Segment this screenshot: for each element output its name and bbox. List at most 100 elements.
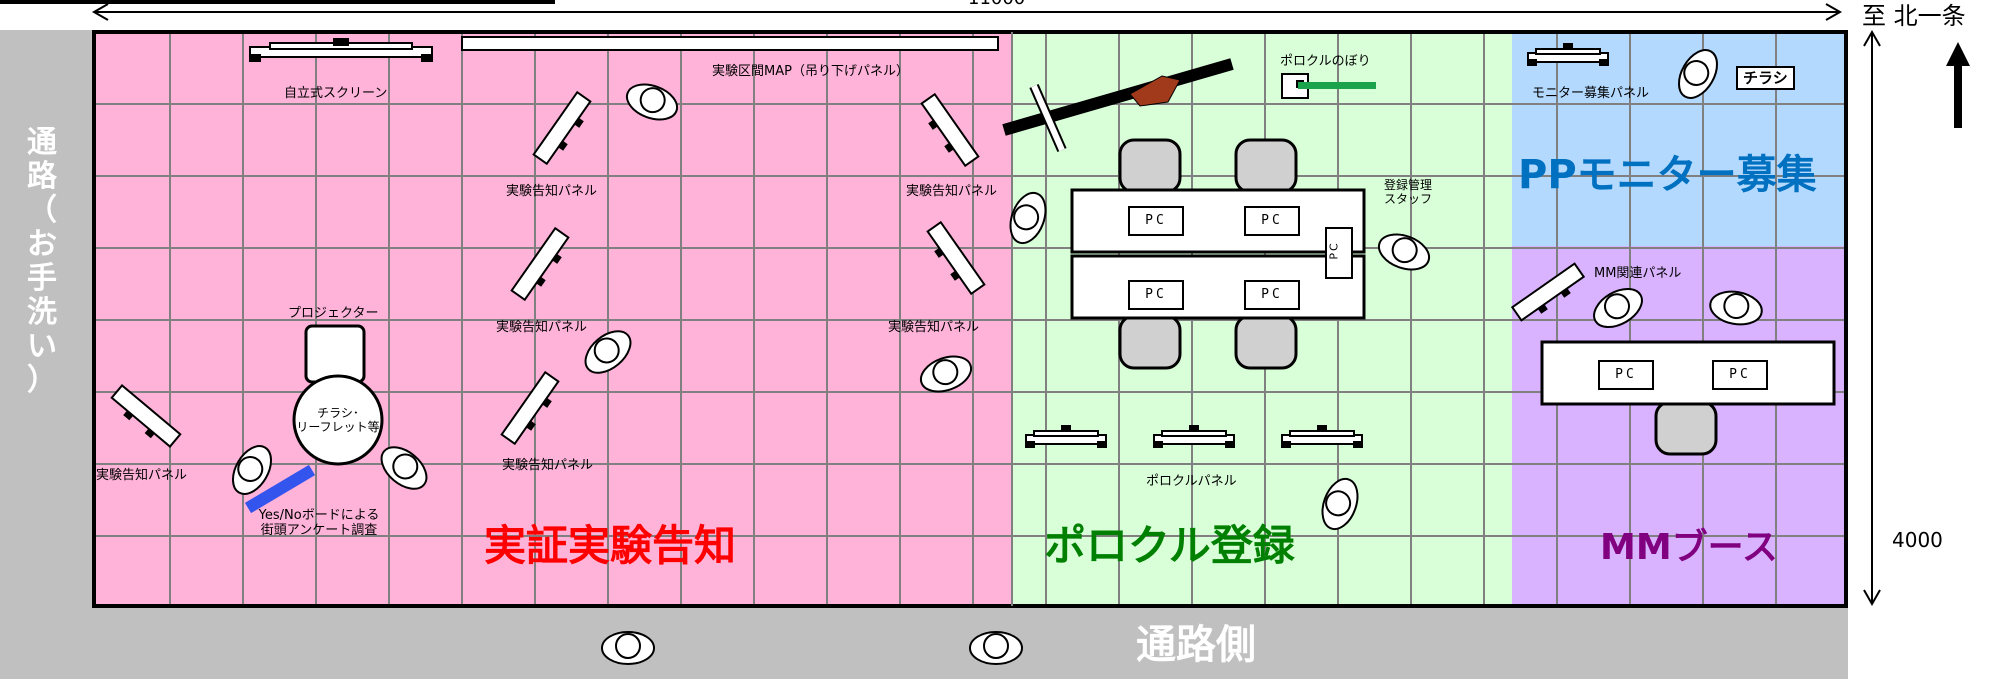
notice-panel-stand [532,90,592,166]
zone-title-pp-monitor: PPモニター募集 [1518,152,1817,198]
person-icon [584,330,632,374]
width-dimension-label: 11000 [968,0,1025,9]
notice-panel-label: 実験告知パネル [496,320,588,335]
screen-label: 自立式スクリーン [284,86,388,101]
person-icon [1678,49,1718,99]
person-icon [601,631,655,665]
registration-desk-top [1070,188,1366,254]
width-dimension-arrow [91,3,1843,21]
aisle-char: 通 [27,125,57,160]
notice-panel-label: 実験告知パネル [506,184,598,199]
height-dimension-arrow [1863,29,1881,607]
chair [1654,400,1718,456]
chair [1118,138,1182,194]
booth-outline [92,30,1848,608]
chair [1234,314,1298,370]
aisle-char: 条 [1903,243,1933,278]
poroclo-flag-icon [1281,73,1376,99]
person-icon [625,83,679,121]
flyer-table-label: チラシ･ リーフレット等 [296,406,380,434]
zone-blue [1512,32,1846,246]
zone-title-demo: 実証実験告知 [484,521,737,570]
survey-label: Yes/Noボードによる 街頭アンケート調査 [258,508,380,538]
person-icon [969,631,1023,665]
aisle-char: 下 [1903,311,1933,346]
flyer-table [292,374,384,466]
person-icon [232,445,272,495]
flyer-sign: チラシ [1736,66,1795,90]
poroclo-panel-stand [1153,425,1235,448]
person-icon [1709,290,1763,326]
zone-title-poroclo: ポロクル登録 [1044,521,1295,570]
notice-panel-stand [500,370,560,446]
aisle-char: 手 [27,261,57,296]
registration-desk-bottom [1070,254,1366,320]
poroclo-panel-stand [1281,425,1363,448]
mm-desk [1540,340,1836,406]
pc-box: PC [1128,206,1184,236]
top-strip [0,0,1996,30]
side-pc-box [1325,227,1353,279]
survey-board [244,464,316,514]
projector-label: プロジェクター [288,306,379,321]
notice-panel-label: 実験告知パネル [888,320,980,335]
map-panel [461,36,999,51]
people-layer [232,49,1763,665]
direction-label: 至 北一条 [1862,2,1966,30]
map-panel-label: 実験区間MAP（吊り下げパネル） [712,64,909,79]
chair [1118,314,1182,370]
zone-title-mm: MMブース [1600,527,1778,568]
poroclo-panel-label: ポロクルパネル [1146,474,1237,489]
aisle-char: 地 [1903,277,1933,312]
left-aisle-label: 通路（お手洗い） [22,126,62,398]
height-dimension-label: 4000 [1892,528,1943,552]
projector [304,324,366,384]
chair [1234,138,1298,194]
side-pc-label: PC [1327,241,1341,260]
aisle-char: 北 [1903,175,1933,210]
notice-panel-label: 実験告知パネル [502,458,594,473]
north-arrow [1946,42,1970,128]
notice-panel-label: 実験告知パネル [96,468,188,483]
aisle-char: 路 [27,159,57,194]
aisle-char: 路 [1903,107,1933,142]
aisle-char: 通 [1903,345,1933,380]
monitor-panel-label: モニター募集パネル [1532,86,1650,101]
person-icon [1321,477,1359,531]
pc-box: PC [1244,206,1300,236]
pc-box: PC [1712,360,1768,390]
notice-panel-label: 実験告知パネル [906,184,998,199]
person-icon [380,446,428,490]
aisle-char: ） [27,363,57,398]
person-icon [1593,288,1643,328]
bottom-aisle-label: 通路側 [1136,622,1256,668]
aisle-char: お [27,227,57,262]
mm-panel-label: MM関連パネル [1594,266,1682,281]
notice-panel-stand [926,220,986,296]
legend-box-fragment [0,0,555,4]
person-icon [919,355,973,393]
aisle-char: 一 [1903,209,1933,244]
aisle-char: い [27,329,57,364]
monitor-panel-stand [1527,43,1609,66]
pc-box: PC [1128,280,1184,310]
bicycle-icon [1002,58,1234,153]
notice-panel-stand [510,226,570,302]
registration-staff-label: 登録管理 スタッフ [1383,178,1432,206]
aisle-char: 路 [1903,379,1933,414]
free-standing-screen [249,38,433,62]
grid-lines [94,32,1846,606]
aisle-char: ） [1903,413,1933,448]
poroclo-panel-stand [1025,425,1107,448]
notice-panel-stand [110,384,182,448]
aisle-char: 洗 [27,295,57,330]
aisle-char: （ [27,193,57,228]
person-icon [1377,233,1431,271]
pc-box: PC [1598,360,1654,390]
notice-panel-stand [920,92,980,168]
mm-panel-stand [1510,262,1586,322]
pc-box: PC [1244,280,1300,310]
aisle-char: （ [1903,141,1933,176]
